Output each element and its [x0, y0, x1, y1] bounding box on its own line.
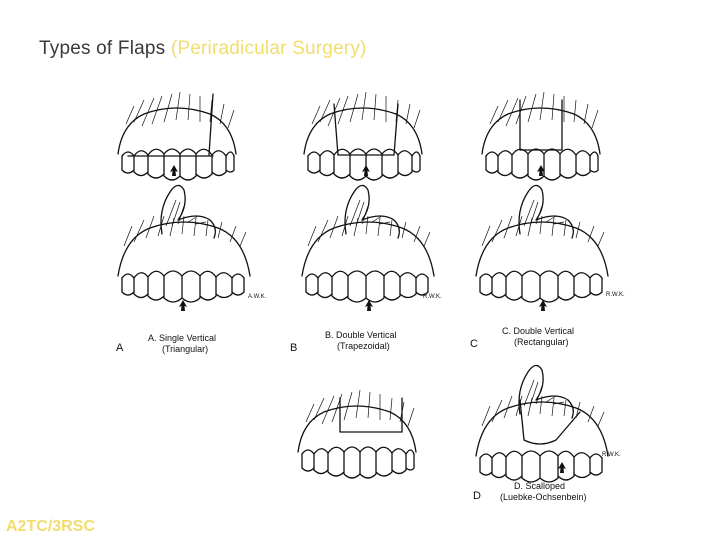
- panel-c-letter: C: [470, 338, 478, 350]
- panel-a-arrow2-icon: [179, 300, 187, 311]
- panel-a-caption-line2: (Triangular): [162, 344, 209, 354]
- panel-a-incision-arch: [117, 91, 237, 181]
- panel-c-reflected-arch: [475, 184, 609, 303]
- panel-d-signature: R.W.K.: [602, 452, 621, 458]
- panel-d-arrow-icon: [558, 462, 566, 473]
- panel-c-caption: C. Double Vertical (Rectangular): [502, 326, 574, 348]
- panel-d-caption: D. Scalloped (Luebke-Ochsenbein): [500, 481, 587, 503]
- panel-d-caption-line2: (Luebke-Ochsenbein): [500, 492, 587, 502]
- panel-b-caption-line1: B. Double Vertical: [325, 330, 397, 340]
- footer-watermark: A2TC/3RSC: [6, 518, 95, 535]
- panel-b-reflected-arch: [301, 184, 435, 303]
- slide-title: Types of Flaps (Periradicular Surgery): [39, 38, 367, 60]
- panel-b-caption-line2: (Trapezoidal): [337, 341, 390, 351]
- panel-d-reflected-arch: [475, 364, 609, 483]
- panel-c-incision-arch: [481, 91, 601, 181]
- panel-b-caption: B. Double Vertical (Trapezoidal): [325, 330, 397, 352]
- panel-b-letter: B: [290, 342, 298, 354]
- panel-a-caption-line1: A. Single Vertical: [148, 333, 217, 343]
- panel-c-caption-line1: C. Double Vertical: [502, 326, 575, 336]
- panel-a-reflected-arch: [117, 184, 251, 303]
- title-subtitle: (Periradicular Surgery): [170, 38, 367, 59]
- panel-c-caption-line2: (Rectangular): [514, 337, 569, 347]
- title-main: Types of Flaps: [39, 38, 166, 59]
- panel-a-arrow-icon: [170, 165, 178, 176]
- panel-a-letter: A: [116, 342, 124, 354]
- panel-d-letter: D: [473, 490, 481, 502]
- panel-a-signature: A.W.K.: [248, 294, 267, 300]
- panel-b-signature: R.W.K.: [423, 294, 442, 300]
- panel-b-incision-arch: [303, 91, 423, 181]
- panel-d-caption-line1: D. Scalloped: [514, 481, 566, 491]
- panel-b-arrow-icon: [362, 165, 370, 176]
- panel-b-lower-arch: [297, 389, 417, 479]
- panel-c-signature: R.W.K.: [606, 292, 625, 298]
- panel-a-caption: A. Single Vertical (Triangular): [148, 333, 216, 355]
